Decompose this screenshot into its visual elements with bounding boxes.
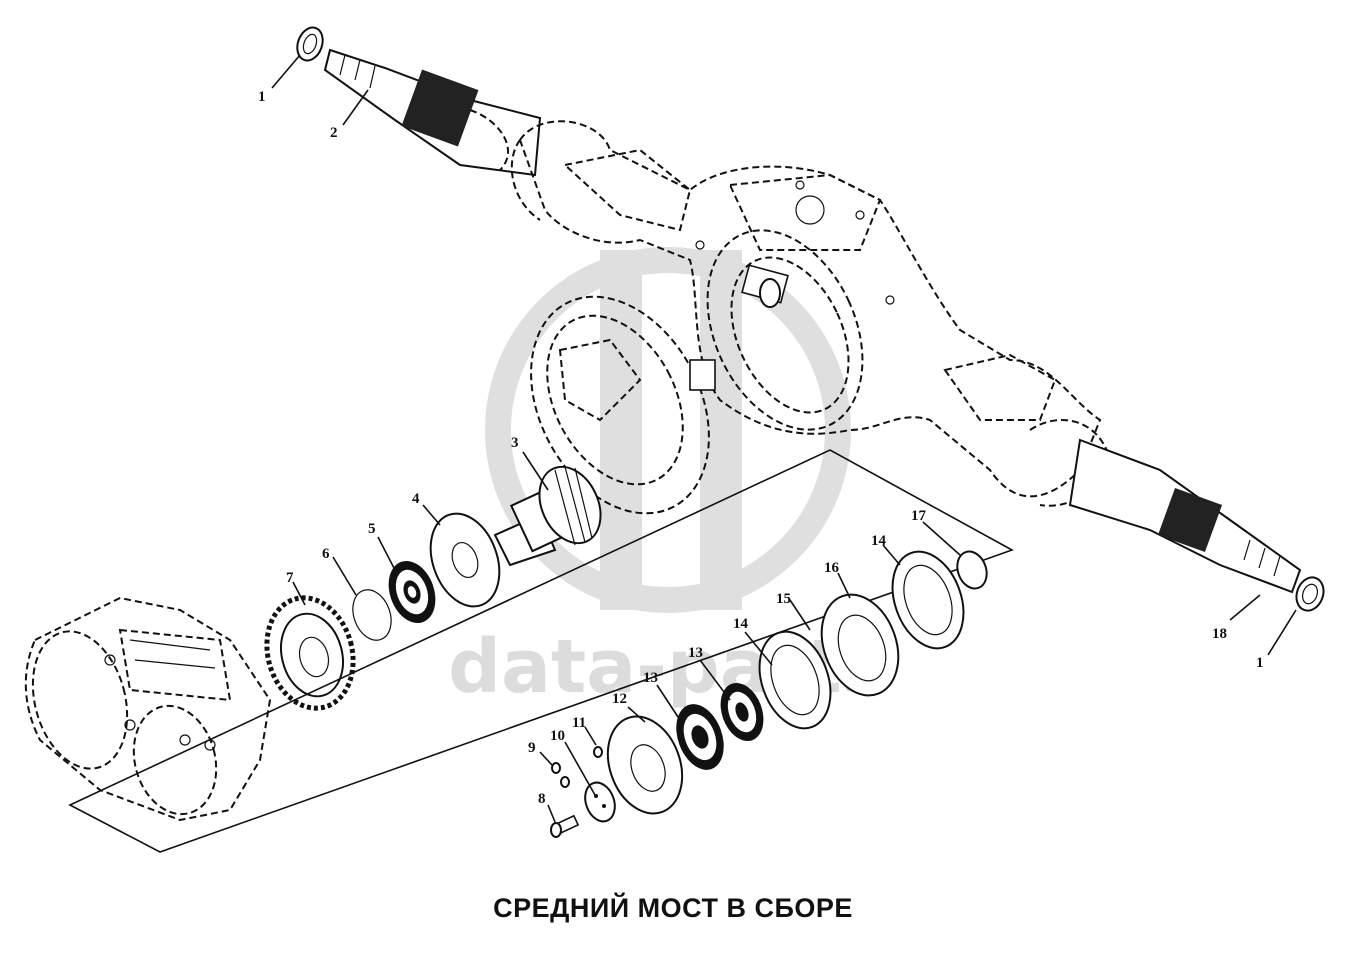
bearing: [388, 561, 436, 623]
differential-carrier: [530, 295, 716, 515]
callout-10: 10: [550, 728, 565, 744]
callout-14: 14: [733, 616, 749, 632]
callout-16: 16: [824, 560, 840, 576]
callout-18: 18: [1212, 626, 1227, 642]
callout-14-second: 14: [871, 533, 887, 549]
small-parts: [550, 550, 988, 838]
callout-12: 12: [612, 691, 627, 707]
callout-5: 5: [368, 521, 376, 537]
gearbox-housing: [24, 596, 272, 822]
callout-17: 17: [911, 508, 927, 524]
seal-ring: [296, 26, 324, 62]
callout-15: 15: [776, 591, 791, 607]
left-axle-shaft: [323, 48, 542, 177]
watermark: data-parts: [448, 247, 886, 710]
callout-11: 11: [572, 715, 586, 731]
callout-2: 2: [330, 125, 338, 141]
callout-4: 4: [412, 491, 420, 507]
callout-6: 6: [322, 546, 330, 562]
callout-9: 9: [528, 740, 536, 756]
diagram-caption: СРЕДНИЙ МОСТ В СБОРЕ: [493, 893, 853, 923]
right-axle-shaft: [1029, 419, 1302, 594]
callout-7: 7: [286, 570, 294, 586]
snap-ring: [352, 589, 392, 641]
callout-13: 13: [643, 670, 658, 686]
seal-ring-right: [1295, 576, 1325, 612]
bevel-pinion-gear: [493, 465, 602, 567]
assembly-frame: [68, 449, 1014, 853]
leader-lines: [271, 54, 1297, 823]
callout-1: 1: [258, 89, 266, 105]
callout-labels: 1 2 3 4 5 6 7 8 9 10 11 12 13 13 14 14 1…: [258, 89, 1264, 807]
callout-3: 3: [511, 435, 519, 451]
callout-1-right: 1: [1256, 655, 1264, 671]
callout-13-second: 13: [688, 645, 703, 661]
spur-gear: [264, 595, 356, 711]
thrust-washer: [429, 512, 501, 608]
axle-housing: [510, 120, 1102, 498]
callout-8: 8: [538, 791, 546, 807]
